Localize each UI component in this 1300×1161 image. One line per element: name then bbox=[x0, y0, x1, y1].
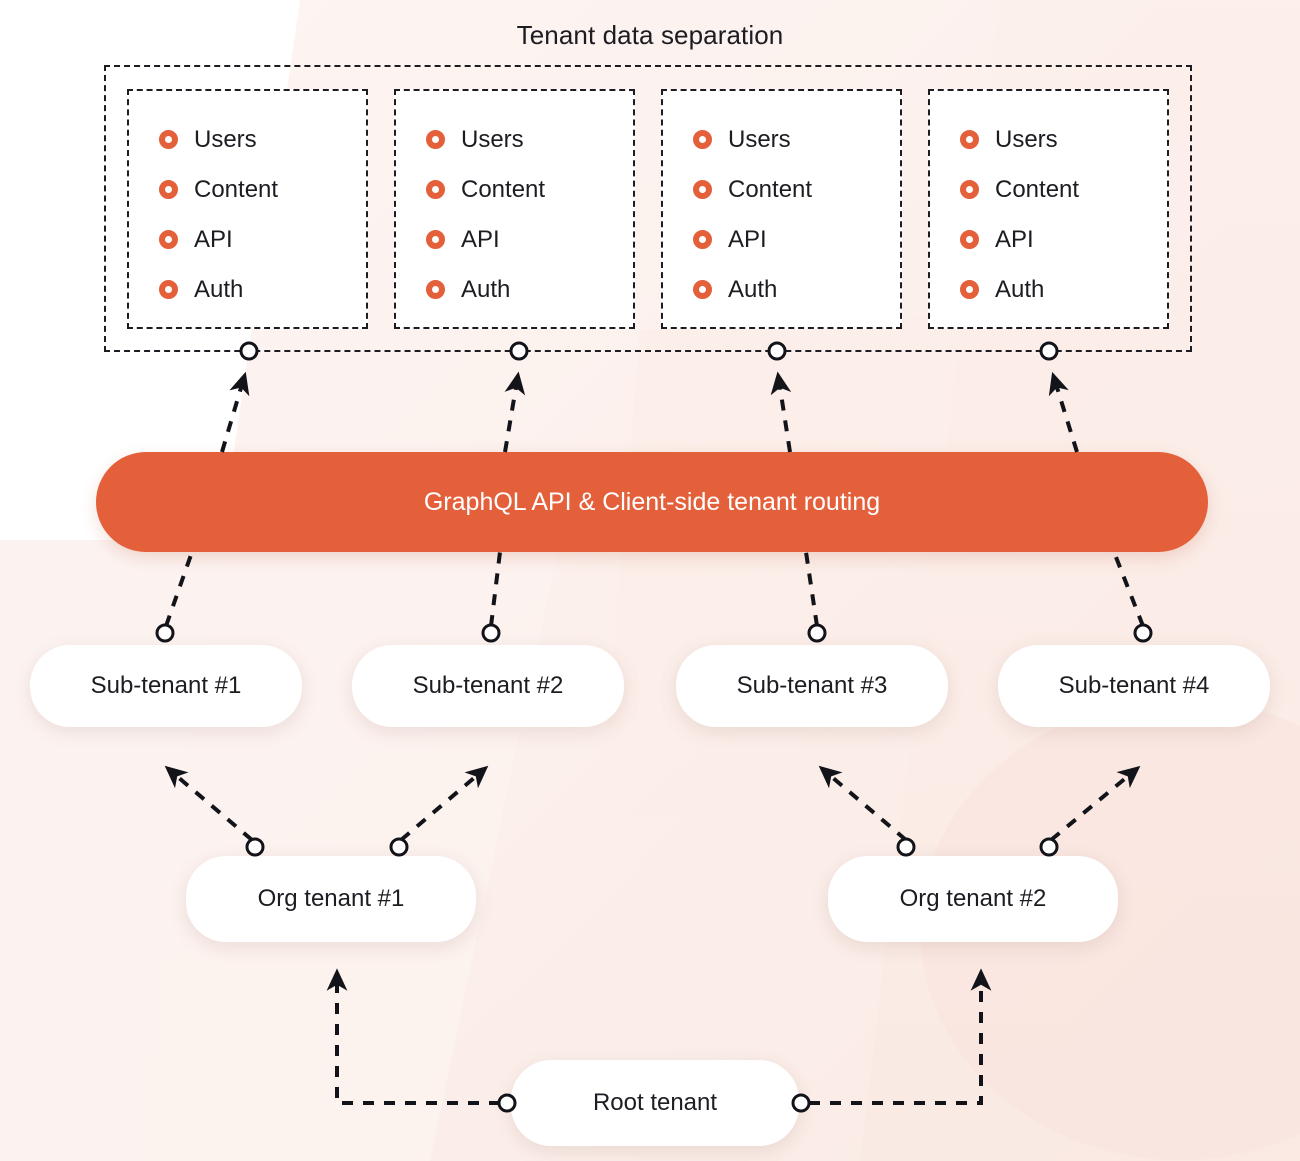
tenant-data-separation-group: Users Content API Auth Users bbox=[104, 65, 1192, 352]
tenant-box-3[interactable]: Users Content API Auth bbox=[661, 88, 902, 329]
graphql-api-bar[interactable]: GraphQL API & Client-side tenant routing bbox=[96, 452, 1208, 552]
connector-dot[interactable] bbox=[1133, 623, 1153, 643]
node-sub-tenant-1[interactable]: Sub-tenant #1 bbox=[30, 645, 302, 727]
feature-label: Content bbox=[995, 175, 1080, 203]
ring-bullet-icon bbox=[159, 230, 178, 249]
ring-bullet-icon bbox=[426, 230, 445, 249]
feature-label: Users bbox=[461, 125, 524, 153]
feature-label: Auth bbox=[995, 275, 1045, 303]
ring-bullet-icon bbox=[159, 180, 178, 199]
list-item: API bbox=[693, 215, 900, 265]
list-item: Users bbox=[426, 115, 633, 165]
node-label: Sub-tenant #2 bbox=[412, 672, 564, 699]
list-item: Users bbox=[693, 115, 900, 165]
list-item: Auth bbox=[960, 265, 1167, 315]
feature-label: Users bbox=[728, 125, 791, 153]
feature-label: Content bbox=[728, 175, 813, 203]
feature-label: Auth bbox=[194, 275, 244, 303]
feature-label: API bbox=[461, 225, 500, 253]
ring-bullet-icon bbox=[693, 230, 712, 249]
list-item: Content bbox=[426, 165, 633, 215]
feature-label: API bbox=[995, 225, 1034, 253]
ring-bullet-icon bbox=[960, 280, 979, 299]
list-item: Users bbox=[960, 115, 1167, 165]
node-root-tenant[interactable]: Root tenant bbox=[511, 1060, 799, 1146]
node-org-tenant-2[interactable]: Org tenant #2 bbox=[828, 856, 1118, 942]
node-sub-tenant-4[interactable]: Sub-tenant #4 bbox=[998, 645, 1270, 727]
ring-bullet-icon bbox=[426, 280, 445, 299]
ring-bullet-icon bbox=[159, 130, 178, 149]
node-label: Org tenant #2 bbox=[899, 885, 1047, 912]
node-label: Sub-tenant #1 bbox=[90, 672, 242, 699]
feature-label: Users bbox=[194, 125, 257, 153]
connector-dot[interactable] bbox=[155, 623, 175, 643]
connection-org-to-subtenant bbox=[164, 765, 1141, 842]
ring-bullet-icon bbox=[693, 130, 712, 149]
connector-dot[interactable] bbox=[1039, 837, 1059, 857]
node-label: Root tenant bbox=[592, 1089, 718, 1116]
ring-bullet-icon bbox=[159, 280, 178, 299]
connection-api-to-tenant-boxes bbox=[220, 371, 1079, 453]
ring-bullet-icon bbox=[693, 180, 712, 199]
tenant-box-1[interactable]: Users Content API Auth bbox=[127, 88, 368, 329]
connection-subtenant-to-api bbox=[164, 551, 1145, 627]
feature-label: Auth bbox=[728, 275, 778, 303]
node-label: Sub-tenant #3 bbox=[736, 672, 888, 699]
node-label: Org tenant #1 bbox=[257, 885, 405, 912]
node-org-tenant-1[interactable]: Org tenant #1 bbox=[186, 856, 476, 942]
feature-label: Auth bbox=[461, 275, 511, 303]
page-title: Tenant data separation bbox=[516, 20, 784, 50]
connector-dot[interactable] bbox=[245, 837, 265, 857]
list-item: Content bbox=[693, 165, 900, 215]
tenant-box-list: Users Content API Auth Users bbox=[106, 67, 1190, 350]
connector-dot[interactable] bbox=[389, 837, 409, 857]
list-item: API bbox=[159, 215, 366, 265]
list-item: API bbox=[960, 215, 1167, 265]
list-item: Auth bbox=[426, 265, 633, 315]
ring-bullet-icon bbox=[426, 180, 445, 199]
ring-bullet-icon bbox=[960, 180, 979, 199]
api-bar-label: GraphQL API & Client-side tenant routing bbox=[423, 487, 881, 516]
connector-dot[interactable] bbox=[481, 623, 501, 643]
ring-bullet-icon bbox=[960, 230, 979, 249]
feature-label: API bbox=[194, 225, 233, 253]
feature-label: Users bbox=[995, 125, 1058, 153]
list-item: Users bbox=[159, 115, 366, 165]
ring-bullet-icon bbox=[960, 130, 979, 149]
node-sub-tenant-3[interactable]: Sub-tenant #3 bbox=[676, 645, 948, 727]
list-item: Auth bbox=[693, 265, 900, 315]
feature-label: API bbox=[728, 225, 767, 253]
feature-label: Content bbox=[461, 175, 546, 203]
list-item: Auth bbox=[159, 265, 366, 315]
list-item: API bbox=[426, 215, 633, 265]
ring-bullet-icon bbox=[426, 130, 445, 149]
tenant-box-4[interactable]: Users Content API Auth bbox=[928, 88, 1169, 329]
tenant-box-2[interactable]: Users Content API Auth bbox=[394, 88, 635, 329]
list-item: Content bbox=[159, 165, 366, 215]
node-sub-tenant-2[interactable]: Sub-tenant #2 bbox=[352, 645, 624, 727]
feature-label: Content bbox=[194, 175, 279, 203]
connector-dot[interactable] bbox=[896, 837, 916, 857]
ring-bullet-icon bbox=[693, 280, 712, 299]
connector-dot[interactable] bbox=[807, 623, 827, 643]
node-label: Sub-tenant #4 bbox=[1058, 672, 1210, 699]
list-item: Content bbox=[960, 165, 1167, 215]
